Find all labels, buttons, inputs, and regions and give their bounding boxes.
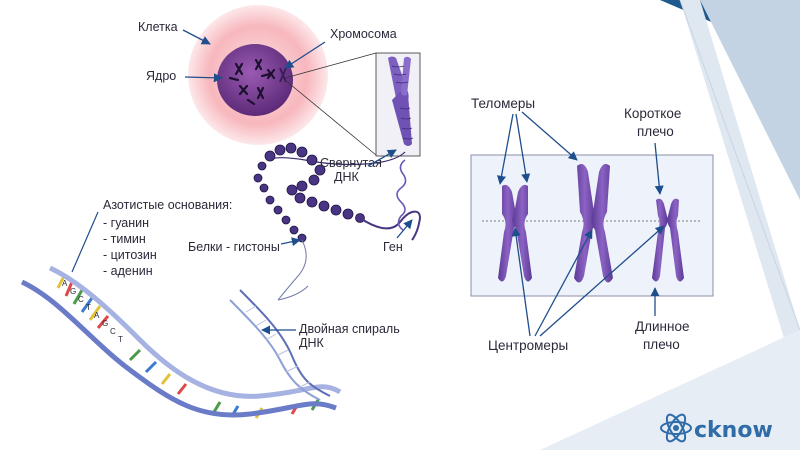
svg-text:A: A <box>62 279 68 288</box>
label-coiled-dna-2: ДНК <box>334 170 359 184</box>
brand-name: cknow <box>694 418 773 443</box>
svg-text:T: T <box>86 303 91 312</box>
label-gene: Ген <box>383 240 403 254</box>
chromosome-1 <box>498 184 532 282</box>
bottom-band <box>540 330 800 450</box>
nucleus-chromosomes <box>228 58 276 106</box>
base-item-adenine: - аденин <box>103 264 153 278</box>
svg-text:T: T <box>118 335 123 344</box>
base-item-cytosine: - цитозин <box>103 248 157 262</box>
chromosome-3 <box>652 198 684 282</box>
corner-light-shape <box>700 0 800 200</box>
base-item-thymine: - тимин <box>103 232 146 246</box>
cell-nucleus <box>217 44 293 116</box>
svg-text:A: A <box>94 311 100 320</box>
label-long-arm-2: плечо <box>643 337 680 352</box>
label-short-arm-1: Короткое <box>624 106 681 121</box>
zoomed-chromosome <box>388 56 414 146</box>
cell-illustration <box>188 5 328 145</box>
svg-text:C: C <box>110 327 116 336</box>
label-nucleus: Ядро <box>146 69 176 83</box>
svg-text:G: G <box>102 319 108 328</box>
label-centromeres: Центромеры <box>488 338 568 353</box>
coiled-dna-chain <box>253 142 422 301</box>
label-histones: Белки - гистоны <box>188 240 280 254</box>
base-letters: A G C T A G C T <box>62 279 123 344</box>
svg-text:G: G <box>70 287 76 296</box>
label-cell: Клетка <box>138 20 178 34</box>
label-chromosome: Хромосома <box>330 27 397 41</box>
brand-logo: cknow <box>660 413 773 443</box>
atom-icon <box>660 413 692 443</box>
label-double-helix-1: Двойная спираль <box>299 322 400 336</box>
label-short-arm-2: плечо <box>637 124 674 139</box>
label-long-arm-1: Длинное <box>635 319 690 334</box>
base-item-guanine: - гуанин <box>103 216 149 230</box>
label-coiled-dna-1: Свернутая <box>320 156 382 170</box>
svg-text:C: C <box>78 295 84 304</box>
label-telomeres: Теломеры <box>471 96 535 111</box>
label-nitrogen-bases: Азотистые основания: <box>103 198 232 212</box>
label-double-helix-2: ДНК <box>299 336 324 350</box>
dna-double-helix: A G C T A G C T <box>20 265 342 419</box>
